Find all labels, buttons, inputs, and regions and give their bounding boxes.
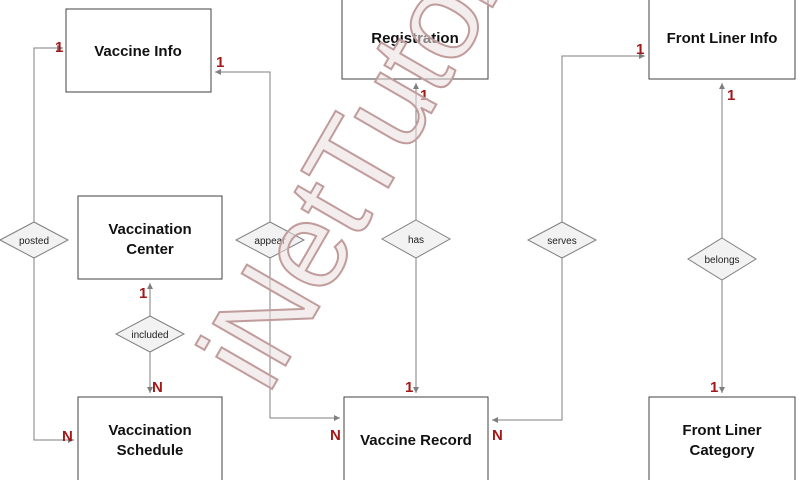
relationship-posted[interactable]: posted bbox=[0, 221, 70, 259]
edge-serves-record bbox=[492, 258, 563, 423]
cardinality-serves-record: N bbox=[492, 427, 503, 444]
entity-vaccination-schedule-label-2: Schedule bbox=[117, 442, 184, 459]
edge-appear-record bbox=[269, 258, 340, 421]
relationship-serves-label: serves bbox=[547, 236, 576, 247]
cardinality-appear-vaccine-info: 1 bbox=[216, 54, 224, 71]
entity-registration[interactable]: Registration bbox=[341, 0, 489, 80]
entity-vaccination-center-label-1: Vaccination bbox=[108, 221, 191, 238]
entity-vaccination-schedule-label-1: Vaccination bbox=[108, 422, 191, 439]
edge-posted-vaccine-info bbox=[33, 45, 63, 222]
cardinality-belongs-front-liner: 1 bbox=[727, 87, 735, 104]
entity-vaccine-record-label: Vaccine Record bbox=[360, 432, 472, 449]
relationship-included-label: included bbox=[131, 330, 168, 341]
edge-posted-schedule bbox=[33, 258, 74, 443]
entity-front-liner-category-label-1: Front Liner bbox=[682, 422, 761, 439]
edge-appear-vaccine-info bbox=[215, 69, 271, 222]
relationship-serves[interactable]: serves bbox=[526, 221, 598, 259]
entity-vaccination-center[interactable]: Vaccination Center bbox=[77, 195, 223, 280]
cardinality-has-registration: 1 bbox=[420, 87, 428, 104]
relationship-posted-label: posted bbox=[19, 236, 49, 247]
cardinality-has-record: 1 bbox=[405, 379, 413, 396]
edge-serves-front-liner bbox=[561, 53, 645, 222]
entity-vaccine-record[interactable]: Vaccine Record bbox=[343, 396, 489, 480]
cardinality-posted-vaccine-info: 1 bbox=[55, 39, 63, 56]
cardinality-belongs-category: 1 bbox=[710, 379, 718, 396]
entity-registration-label: Registration bbox=[371, 30, 459, 47]
relationship-belongs-label: belongs bbox=[704, 255, 739, 266]
relationship-has-label: has bbox=[408, 235, 424, 246]
cardinality-included-schedule: N bbox=[152, 379, 163, 396]
cardinality-appear-record: N bbox=[330, 427, 341, 444]
relationship-included[interactable]: included bbox=[114, 315, 186, 353]
entity-front-liner-category-label-2: Category bbox=[689, 442, 755, 459]
entity-front-liner-info-label: Front Liner Info bbox=[667, 30, 778, 47]
relationship-belongs[interactable]: belongs bbox=[687, 237, 757, 281]
watermark-text: iNetTutor.com bbox=[173, 0, 655, 409]
entity-vaccine-info-label: Vaccine Info bbox=[94, 43, 182, 60]
relationship-appear-label: appear bbox=[254, 236, 286, 247]
relationship-has[interactable]: has bbox=[380, 219, 452, 259]
entity-vaccination-schedule[interactable]: Vaccination Schedule bbox=[77, 396, 223, 480]
cardinality-serves-front-liner: 1 bbox=[636, 41, 644, 58]
entity-vaccine-info[interactable]: Vaccine Info bbox=[65, 8, 212, 93]
entity-front-liner-info[interactable]: Front Liner Info bbox=[648, 0, 796, 80]
cardinality-posted-schedule: N bbox=[62, 428, 73, 445]
entity-front-liner-category[interactable]: Front Liner Category bbox=[648, 396, 796, 480]
entity-vaccination-center-label-2: Center bbox=[126, 241, 174, 258]
cardinality-included-center: 1 bbox=[139, 285, 147, 302]
relationship-appear[interactable]: appear bbox=[234, 221, 306, 259]
